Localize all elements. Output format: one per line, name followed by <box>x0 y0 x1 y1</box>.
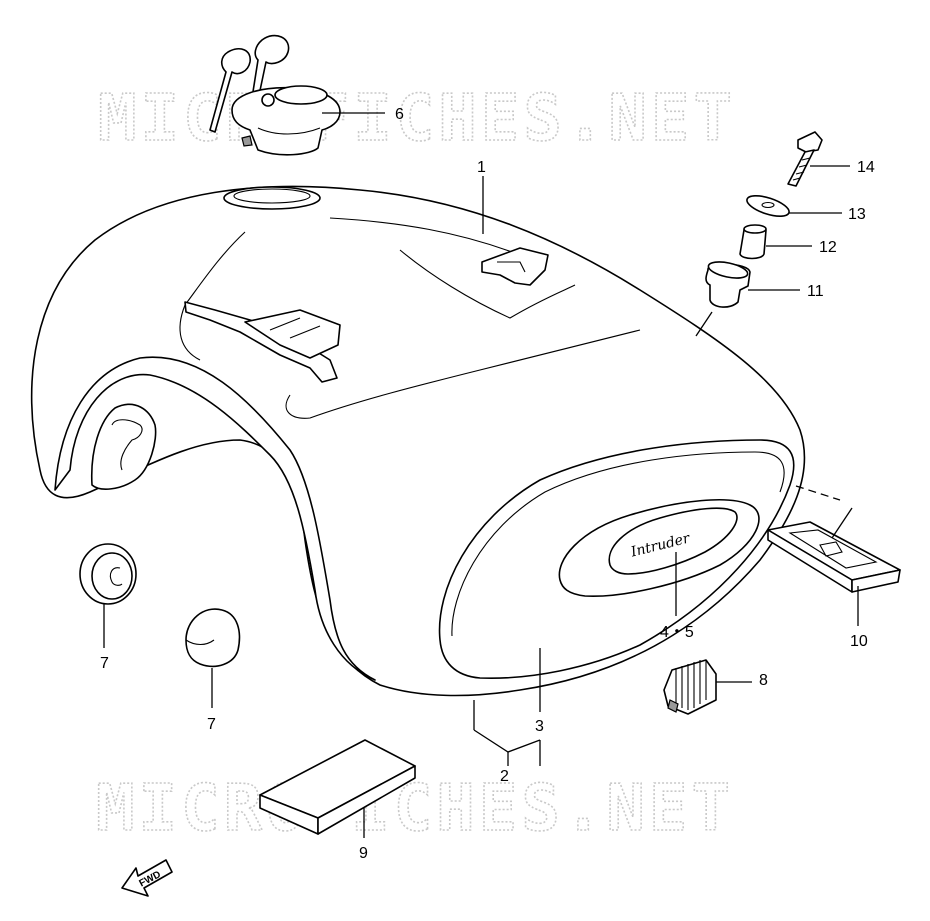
bolt-14 <box>787 131 823 187</box>
watermark-top: MICROFICHES.NET <box>98 82 736 156</box>
callout-11: 11 <box>807 283 824 300</box>
callout-2: 2 <box>500 768 509 785</box>
fwd-label: FWD <box>137 869 162 889</box>
washer-13 <box>746 194 790 218</box>
fuel-cap-with-keys <box>209 34 341 156</box>
cushion-10 <box>767 521 901 593</box>
watermark-bottom: MICROFICHES.NET <box>96 772 734 846</box>
callout-7-upper: 7 <box>100 655 109 672</box>
callout-3: 3 <box>535 718 544 735</box>
fuel-tank: Intruder <box>30 185 806 697</box>
damper-8 <box>663 659 717 715</box>
plug-7-lower <box>185 608 241 668</box>
grommet-11 <box>705 261 751 308</box>
callout-14: 14 <box>857 159 875 176</box>
callout-10: 10 <box>850 633 868 650</box>
fwd-arrow-icon: FWD <box>121 859 173 897</box>
callout-9: 9 <box>359 845 368 862</box>
callout-13: 13 <box>848 206 866 223</box>
leader-lines <box>103 112 859 838</box>
callout-7-lower: 7 <box>207 716 216 733</box>
callout-8: 8 <box>759 672 768 689</box>
pad-9 <box>259 739 416 835</box>
callout-1: 1 <box>477 159 486 176</box>
plug-7-upper <box>79 543 137 605</box>
callout-12: 12 <box>819 239 837 256</box>
callout-4-5: 4・5 <box>660 624 694 641</box>
collar-12 <box>739 224 767 260</box>
callout-6: 6 <box>395 106 404 123</box>
